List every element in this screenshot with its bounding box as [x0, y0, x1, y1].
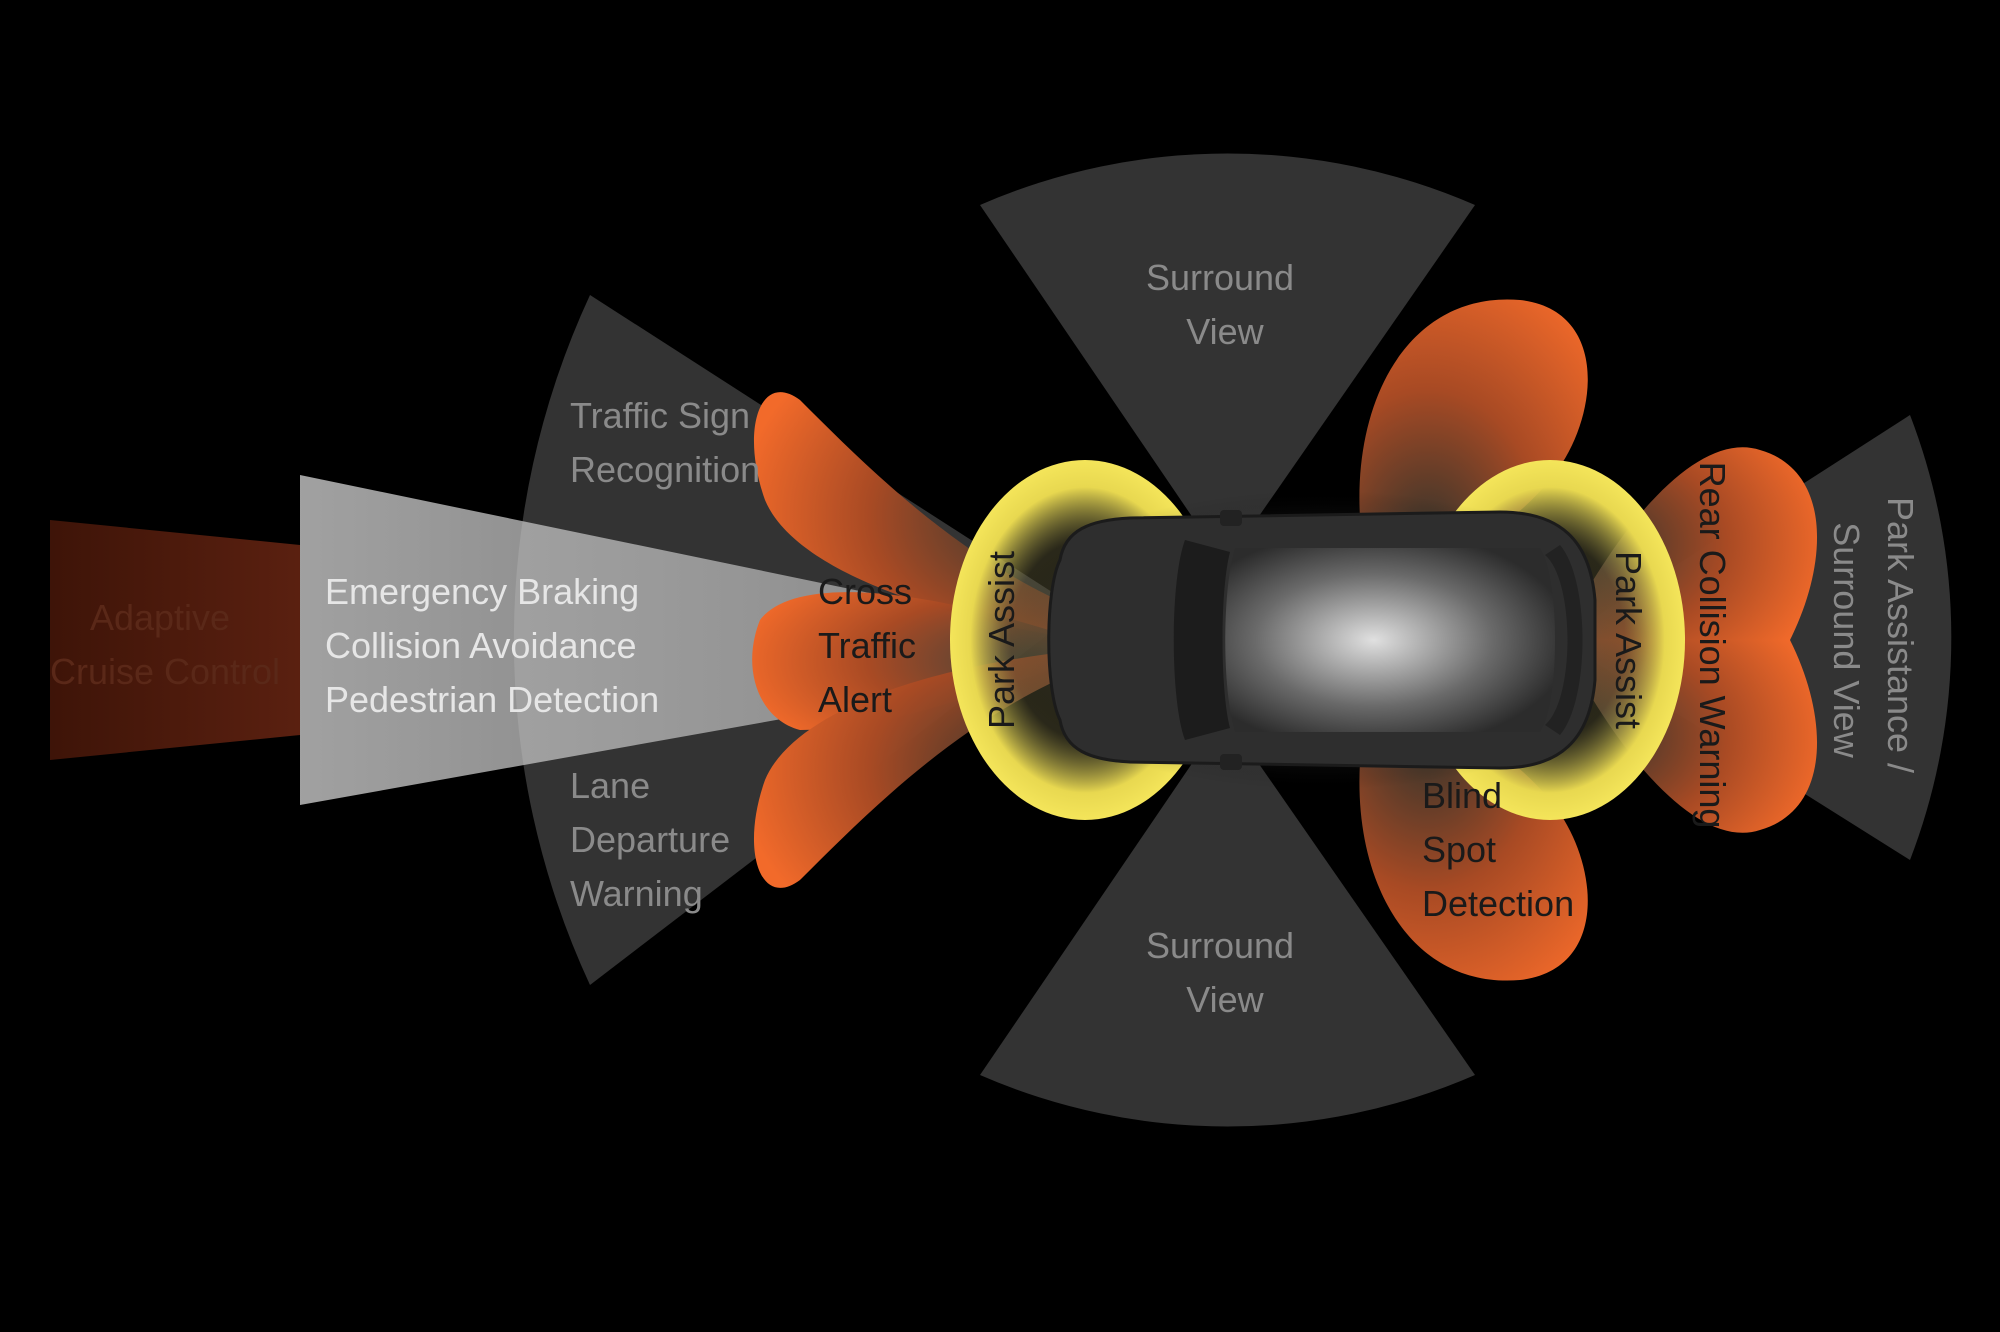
park-assistance-line-2: Surround View — [1826, 522, 1867, 758]
blind-spot-line-1: Blind — [1422, 775, 1502, 816]
car-roof — [1225, 548, 1555, 732]
emergency-braking-zone — [300, 475, 1000, 805]
blind-spot-line-2: Spot — [1422, 829, 1496, 870]
cross-traffic-line-1: Cross — [818, 571, 912, 612]
park-assistance-line-1: Park Assistance / — [1880, 497, 1921, 773]
cross-traffic-alert-label: Cross Traffic Alert — [818, 571, 926, 720]
cross-traffic-line-2: Traffic — [818, 625, 916, 666]
surround-view-top-line-1: Surround — [1146, 257, 1294, 298]
lane-departure-line-1: Lane — [570, 765, 650, 806]
surround-view-top-label: Surround View — [1146, 257, 1304, 352]
car-rear-window — [1545, 545, 1583, 735]
park-assist-rear-label: Park Assist — [1608, 551, 1649, 729]
surround-view-bottom-label: Surround View — [1146, 925, 1304, 1020]
lane-departure-line-3: Warning — [570, 873, 703, 914]
surround-view-top-line-2: View — [1186, 311, 1264, 352]
traffic-sign-line-1: Traffic Sign — [570, 395, 750, 436]
acc-label-line-1: Adaptive — [90, 597, 230, 638]
traffic-sign-recognition-label: Traffic Sign Recognition — [570, 395, 760, 490]
park-assistance-surround-view-label: Park Assistance / Surround View — [1826, 497, 1921, 783]
emergency-braking-line-2: Collision Avoidance — [325, 625, 637, 666]
park-assist-front-label: Park Assist — [981, 551, 1022, 729]
lane-departure-line-2: Departure — [570, 819, 730, 860]
blind-spot-detection-label: Blind Spot Detection — [1422, 775, 1574, 924]
emergency-braking-line-1: Emergency Braking — [325, 571, 639, 612]
car-mirror-bottom — [1220, 754, 1242, 770]
adaptive-cruise-control-zone: Adaptive Cruise Control — [50, 520, 300, 760]
lane-departure-warning-label: Lane Departure Warning — [570, 765, 740, 914]
rear-collision-warning-label: Rear Collision Warning — [1692, 462, 1733, 829]
surround-view-bottom-line-1: Surround — [1146, 925, 1294, 966]
surround-view-top-zone — [980, 153, 1475, 566]
traffic-sign-line-2: Recognition — [570, 449, 760, 490]
car-mirror-top — [1220, 510, 1242, 526]
acc-label: Adaptive Cruise Control — [50, 597, 280, 692]
car-top-view — [990, 490, 1650, 790]
surround-view-bottom-zone — [980, 715, 1475, 1127]
acc-label-line-2: Cruise Control — [50, 651, 280, 692]
surround-view-bottom-line-2: View — [1186, 979, 1264, 1020]
emergency-braking-line-3: Pedestrian Detection — [325, 679, 659, 720]
car-windshield — [1173, 540, 1230, 740]
blind-spot-line-3: Detection — [1422, 883, 1574, 924]
emergency-braking-label: Emergency Braking Collision Avoidance Pe… — [325, 571, 659, 720]
cross-traffic-line-3: Alert — [818, 679, 892, 720]
